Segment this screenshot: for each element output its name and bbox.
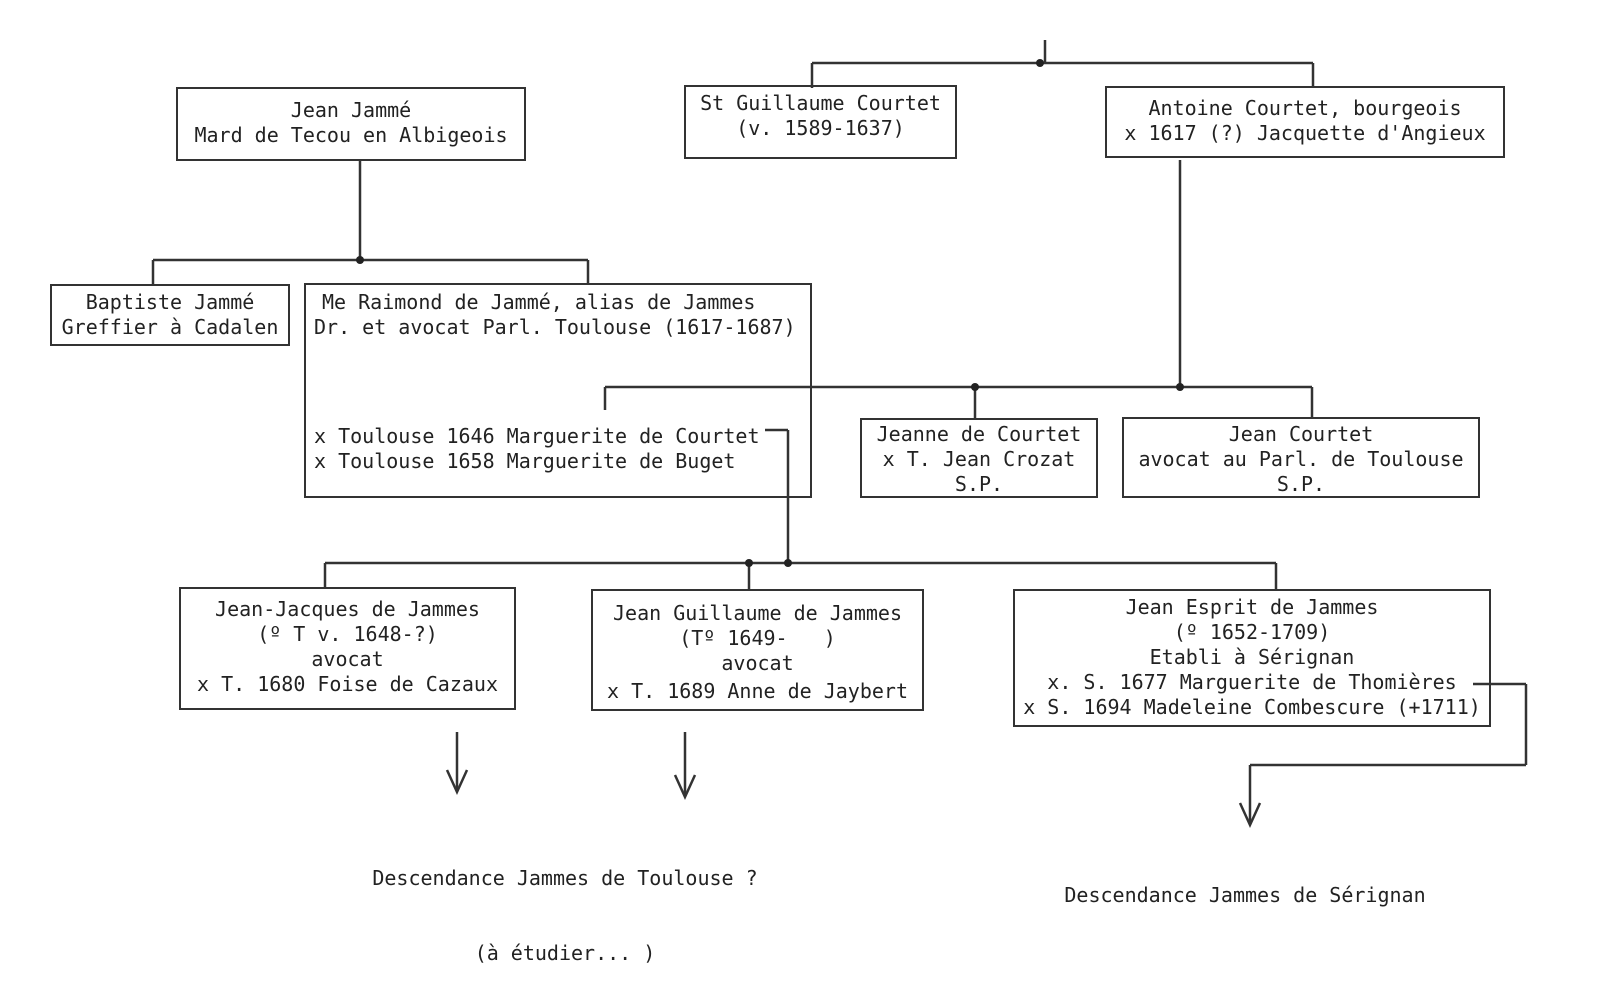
node-jean-guillaume: Jean Guillaume de Jammes (Tº 1649- ) avo… — [591, 589, 924, 711]
node-marriage-2: x S. 1694 Madeleine Combescure (+1711) — [1023, 695, 1481, 719]
descendance-serignan-title: Descendance Jammes de Sérignan — [1064, 883, 1426, 907]
node-detail: (v. 1589-1637) — [736, 116, 905, 140]
node-dates: (º T v. 1648-?) — [257, 622, 438, 646]
node-jean-courtet: Jean Courtet avocat au Parl. de Toulouse… — [1122, 417, 1480, 498]
node-detail: Greffier à Cadalen — [61, 315, 279, 339]
node-detail: x 1617 (?) Jacquette d'Angieux — [1124, 121, 1486, 145]
node-baptiste-jamme: Baptiste Jammé Greffier à Cadalen — [50, 284, 290, 346]
node-residence: Etabli à Sérignan — [1149, 645, 1355, 669]
node-dates: (Tº 1649- ) — [679, 626, 836, 650]
node-name: Jean Esprit de Jammes — [1125, 595, 1379, 619]
node-name: Jeanne de Courtet — [876, 422, 1082, 446]
node-jean-jamme: Jean Jammé Mard de Tecou en Albigeois — [176, 87, 526, 161]
node-note: S.P. — [954, 472, 1004, 496]
node-name: Me Raimond de Jammé, alias de Jammes — [322, 290, 756, 314]
node-marriage-2: x Toulouse 1658 Marguerite de Buget — [314, 449, 736, 473]
node-marriage-1: x Toulouse 1646 Marguerite de Courtet — [314, 424, 760, 448]
node-jean-esprit: Jean Esprit de Jammes (º 1652-1709) Etab… — [1013, 589, 1491, 727]
node-detail: Dr. et avocat Parl. Toulouse (1617-1687) — [314, 315, 796, 339]
connector-lines — [151, 40, 1528, 829]
node-guillaume-courtet: St Guillaume Courtet (v. 1589-1637) — [684, 85, 957, 159]
descendance-toulouse-title: Descendance Jammes de Toulouse ? — [372, 866, 758, 890]
node-name: Jean Jammé — [290, 98, 412, 122]
node-name: Baptiste Jammé — [85, 290, 255, 314]
node-name: Jean Guillaume de Jammes — [613, 601, 902, 625]
descendance-toulouse: Descendance Jammes de Toulouse ? (à étud… — [330, 816, 800, 991]
node-profession: avocat — [311, 647, 384, 671]
node-name: Antoine Courtet, bourgeois — [1148, 96, 1462, 120]
node-note: S.P. — [1276, 472, 1326, 496]
descendance-serignan: Descendance Jammes de Sérignan — [1040, 833, 1450, 933]
node-jean-jacques: Jean-Jacques de Jammes (º T v. 1648-?) a… — [179, 587, 516, 710]
node-name: Jean-Jacques de Jammes — [215, 597, 480, 621]
node-marriage: x T. 1680 Foise de Cazaux — [196, 672, 499, 696]
node-marriage: x T. 1689 Anne de Jaybert — [606, 679, 909, 703]
node-raimond-jamme: Me Raimond de Jammé, alias de Jammes Dr.… — [304, 283, 812, 498]
node-jeanne-courtet: Jeanne de Courtet x T. Jean Crozat S.P. — [860, 418, 1098, 498]
node-name: St Guillaume Courtet — [700, 91, 941, 115]
descendance-toulouse-note: (à étudier... ) — [474, 941, 656, 965]
node-detail: avocat au Parl. de Toulouse — [1138, 447, 1464, 471]
node-profession: avocat — [721, 651, 794, 675]
node-dates: (º 1652-1709) — [1173, 620, 1331, 644]
node-antoine-courtet: Antoine Courtet, bourgeois x 1617 (?) Ja… — [1105, 86, 1505, 158]
node-detail: x T. Jean Crozat — [882, 447, 1076, 471]
node-name: Jean Courtet — [1228, 422, 1374, 446]
node-marriage-1: x. S. 1677 Marguerite de Thomières — [1047, 670, 1457, 694]
node-detail: Mard de Tecou en Albigeois — [194, 123, 508, 147]
